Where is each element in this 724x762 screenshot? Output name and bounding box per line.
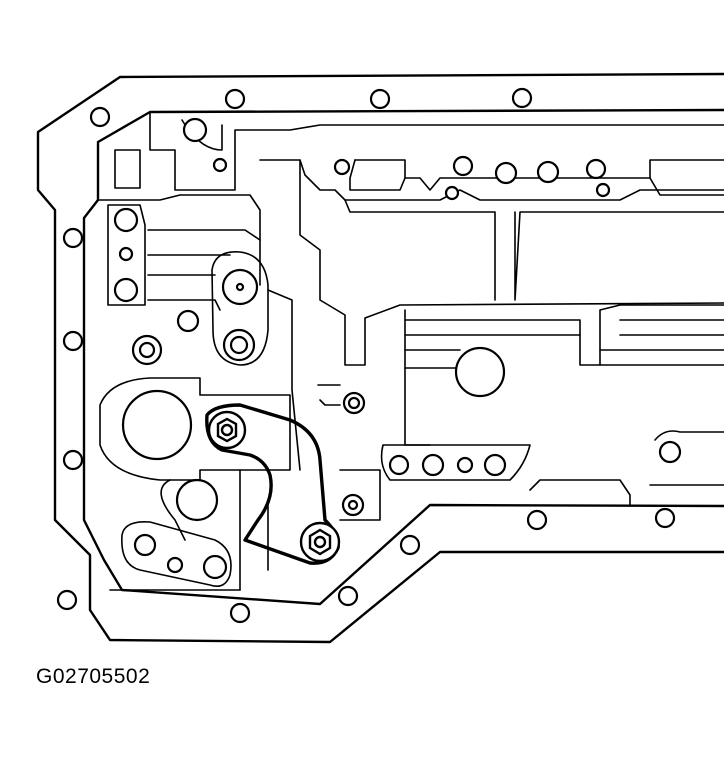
upper-passages	[97, 111, 724, 366]
gasket-outer-edge	[36, 72, 724, 644]
figure-id-label: G02705502	[36, 665, 151, 688]
perimeter-bolt-holes	[56, 87, 676, 624]
bracket-bolt-upper	[207, 410, 247, 450]
gasket-inner-edge	[82, 108, 724, 606]
bracket-bolt-lower	[299, 521, 341, 563]
middle-passages	[317, 304, 724, 521]
lower-left-passages	[99, 377, 291, 591]
left-passages	[107, 204, 301, 471]
